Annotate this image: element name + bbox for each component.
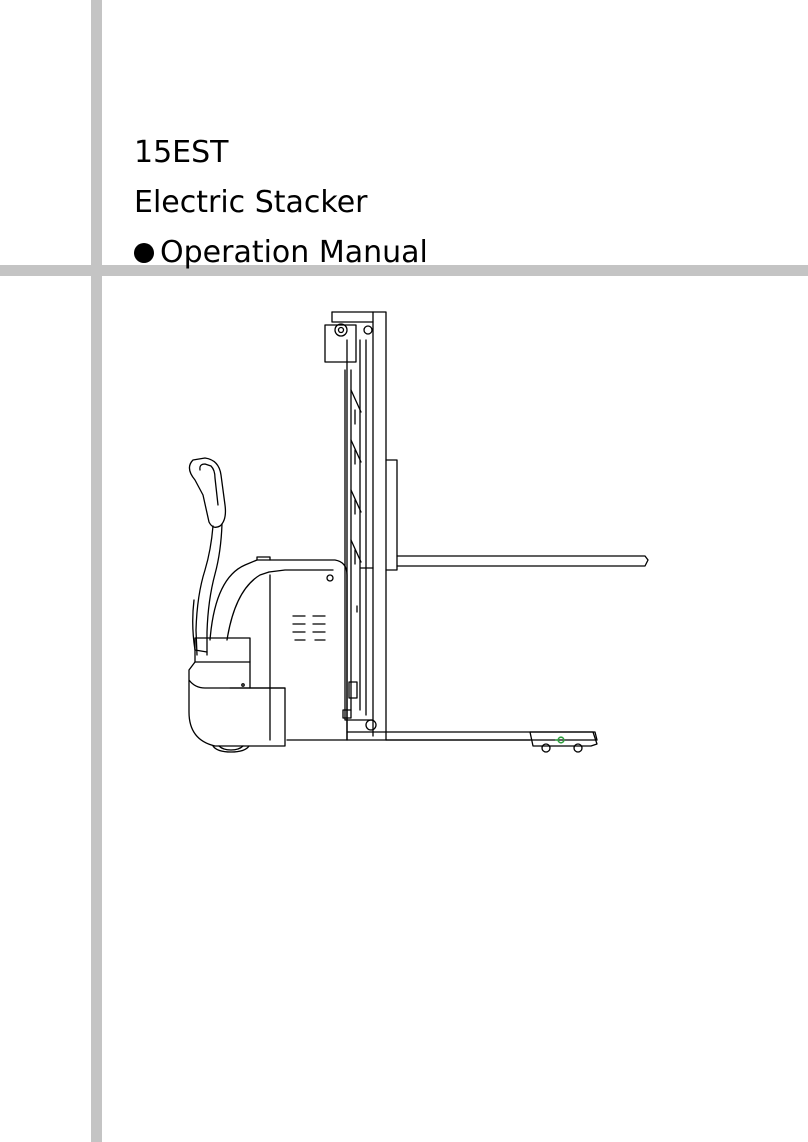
tiller-handle <box>189 458 225 655</box>
bullet-icon <box>134 243 154 263</box>
product-name: Electric Stacker <box>134 178 428 228</box>
document-type: Operation Manual <box>160 235 428 270</box>
drive-wheel <box>213 746 249 752</box>
vertical-frame-bar <box>91 0 102 1142</box>
model-number: 15EST <box>134 128 428 178</box>
electric-stacker-illustration <box>175 300 655 770</box>
mast <box>325 312 386 740</box>
cover-title-block: 15EST Electric Stacker Operation Manual <box>134 128 428 278</box>
forks <box>386 460 648 570</box>
document-type-line: Operation Manual <box>134 228 428 278</box>
